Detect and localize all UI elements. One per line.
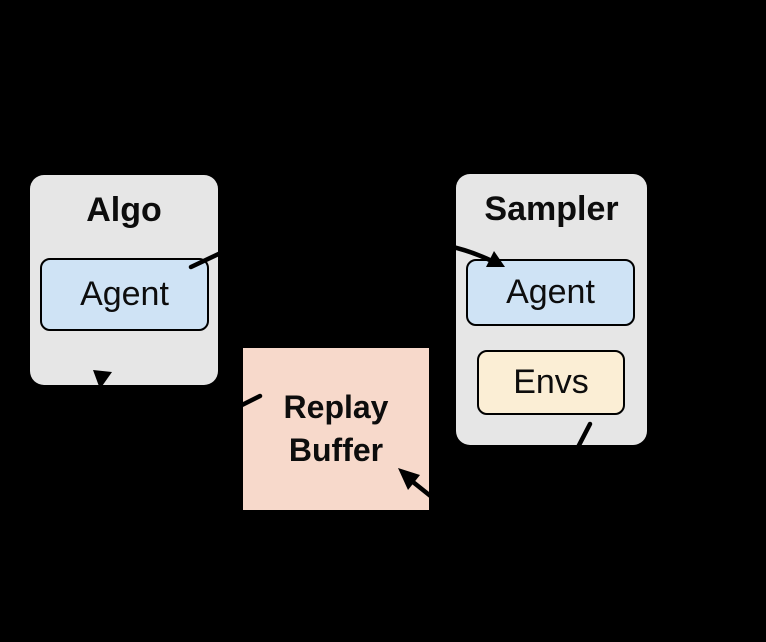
replay-buffer-label-line1: Replay [283,389,389,425]
envs-box: Envs [477,350,625,415]
sampler-agent-box: Agent [466,259,635,326]
algo-box: Algo Agent [30,175,218,385]
envs-label: Envs [513,363,589,401]
sampler-agent-label: Agent [506,273,595,311]
sampler-title: Sampler [484,190,619,228]
sampler-box: Sampler Agent Envs [456,174,647,445]
replay-buffer-label-line2: Buffer [288,432,384,468]
algo-agent-box: Agent [40,258,209,331]
algo-title: Algo [86,191,162,229]
algo-agent-label: Agent [80,275,169,313]
replay-buffer-box: Replay Buffer [243,348,429,510]
